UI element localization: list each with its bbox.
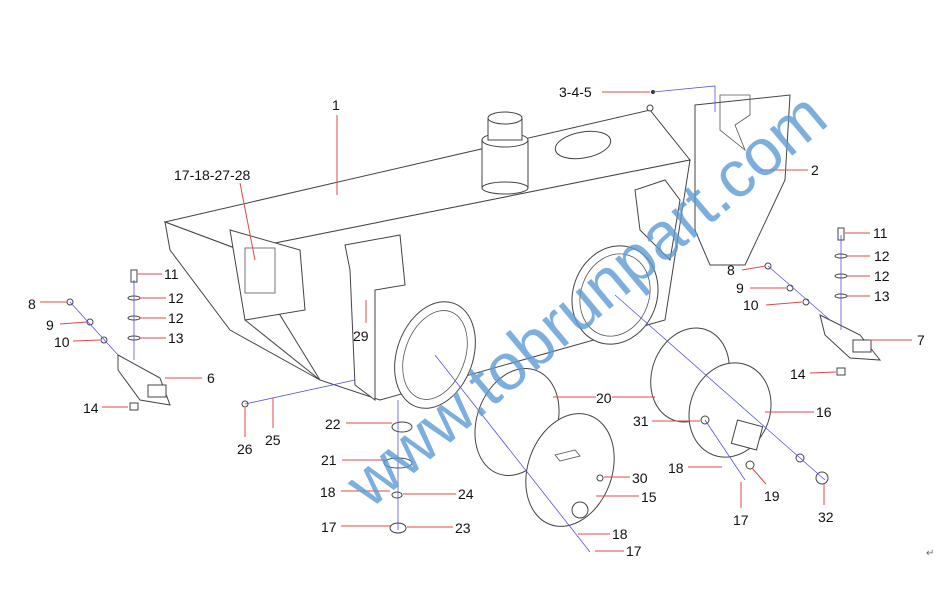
label-part-22: 22 — [325, 416, 341, 432]
label-part-6: 6 — [207, 370, 215, 386]
label-part-10-left: 10 — [54, 334, 70, 350]
label-part-7: 7 — [917, 332, 925, 348]
label-part-18-center: 18 — [612, 526, 628, 542]
label-part-15: 15 — [641, 489, 657, 505]
label-part-9-right: 9 — [736, 280, 744, 296]
label-part-1: 1 — [332, 97, 340, 113]
label-part-23: 23 — [455, 520, 471, 536]
label-part-18-right: 18 — [668, 460, 684, 476]
label-part-3-4-5: 3-4-5 — [559, 84, 592, 100]
label-part-16: 16 — [816, 404, 832, 420]
label-part-20: 20 — [596, 390, 612, 406]
mount-part-7 — [819, 314, 882, 361]
label-part-12-left-a: 12 — [168, 290, 184, 306]
label-part-17-right: 17 — [733, 512, 749, 528]
label-part-8-left: 8 — [28, 296, 36, 312]
label-part-13-left: 13 — [168, 330, 184, 346]
label-part-8-right: 8 — [727, 262, 735, 278]
label-part-26: 26 — [237, 441, 253, 457]
label-part-11-left: 11 — [164, 266, 179, 282]
label-part-13-right: 13 — [874, 288, 890, 304]
part-labels: 1 3-4-5 2 17-18-27-28 11 12 12 13 8 9 10… — [28, 84, 925, 559]
label-part-32: 32 — [818, 509, 834, 525]
assembly-axes — [69, 85, 842, 553]
label-part-14-left: 14 — [83, 400, 99, 416]
label-part-9-left: 9 — [46, 317, 54, 333]
label-part-17-center: 17 — [626, 543, 642, 559]
leader-lines — [40, 91, 912, 552]
label-part-14-right: 14 — [790, 366, 806, 382]
paragraph-mark: ↵ — [926, 548, 934, 559]
label-part-19: 19 — [764, 488, 780, 504]
label-part-2: 2 — [811, 162, 819, 178]
label-part-24: 24 — [458, 486, 474, 502]
label-part-17-bottom: 17 — [321, 519, 337, 535]
label-part-25: 25 — [265, 432, 281, 448]
label-part-17-18-27-28: 17-18-27-28 — [174, 167, 250, 183]
label-part-21: 21 — [321, 452, 337, 468]
label-part-10-right: 10 — [743, 297, 759, 313]
label-part-11-right: 11 — [873, 225, 888, 241]
label-part-12-right-a: 12 — [874, 248, 890, 264]
bracket-part-2 — [694, 94, 791, 266]
label-part-12-left-b: 12 — [168, 310, 184, 326]
label-part-31: 31 — [633, 413, 649, 429]
label-part-30: 30 — [632, 470, 648, 486]
label-part-29: 29 — [353, 328, 369, 344]
label-part-12-right-b: 12 — [874, 268, 890, 284]
label-part-18-bottom: 18 — [320, 484, 336, 500]
